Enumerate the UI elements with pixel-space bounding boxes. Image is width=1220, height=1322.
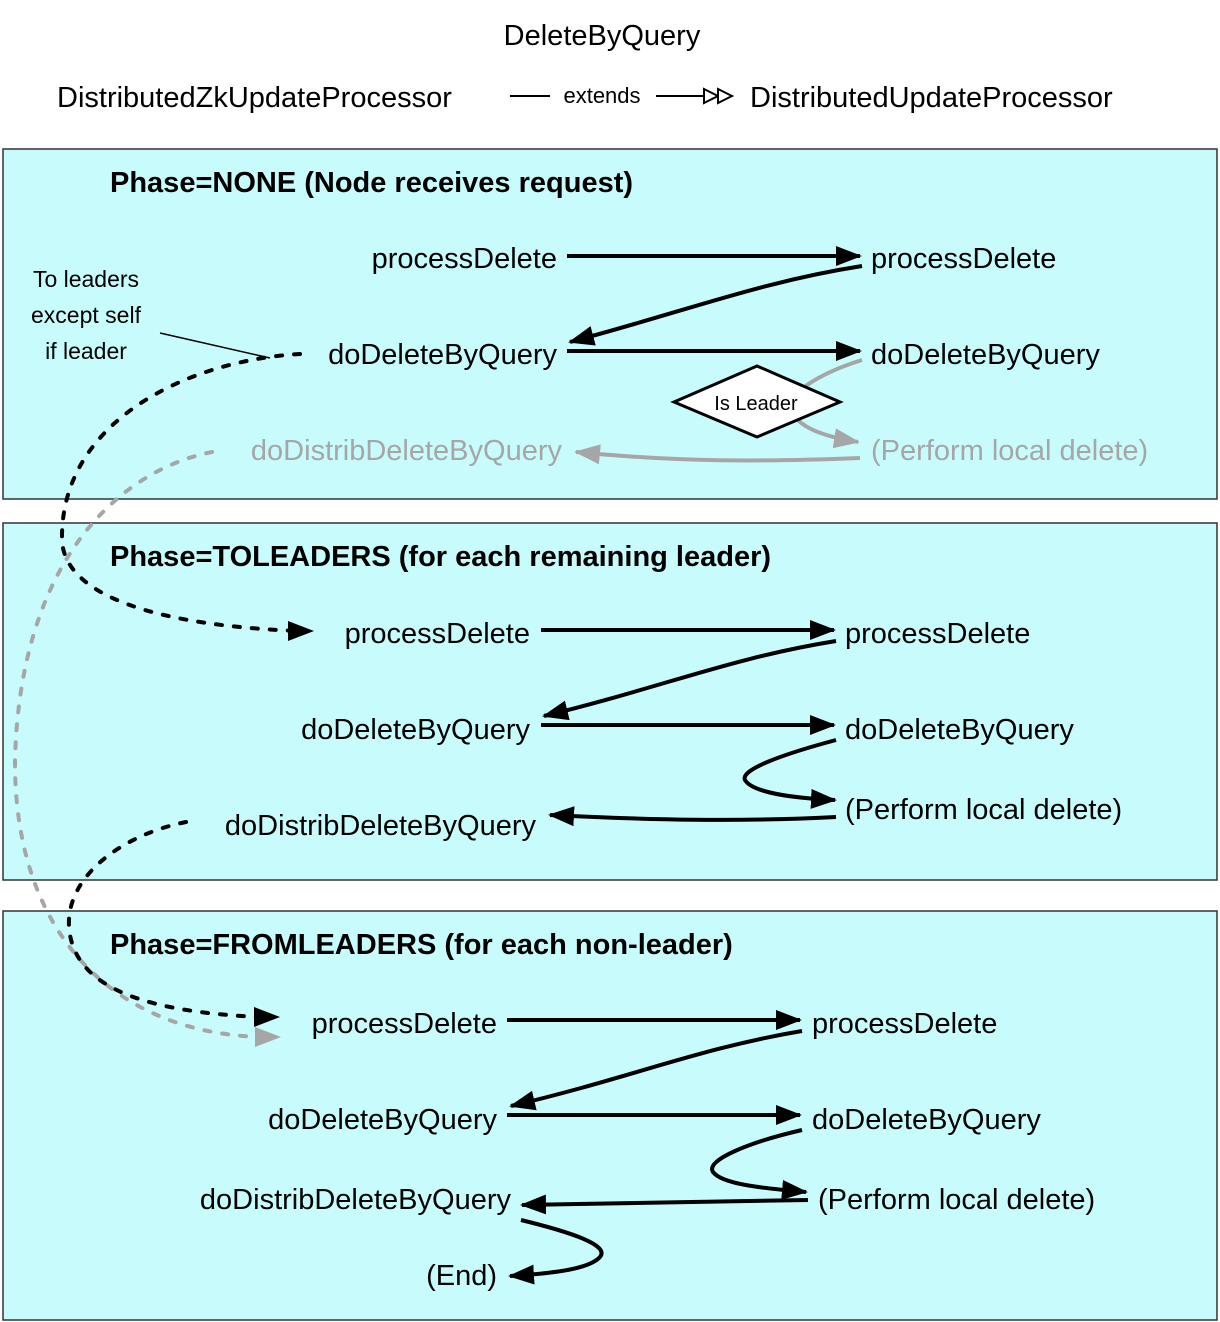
node-process-delete: processDelete [345,618,530,650]
node-perform-local-delete: (Perform local delete) [871,435,1148,467]
inheritance-arrowhead-icon [703,87,735,105]
node-perform-local-delete: (Perform local delete) [845,794,1122,826]
node-do-distrib-delete-by-query: doDistribDeleteByQuery [251,435,563,467]
node-super-process-delete: processDelete [812,1008,997,1040]
phase-none-panel [2,148,1218,500]
node-super-process-delete: processDelete [871,243,1056,275]
dotted-route-to-fromleaders [66,820,262,1019]
arrow-super-delete-to-local [742,738,837,809]
arrow-super-process-to-delete [568,264,863,346]
node-process-delete: processDelete [372,243,557,275]
dotted-arrowhead-toleaders [288,621,314,641]
arrow-local-to-distrib [548,806,837,827]
dotted-arrowhead-fromleaders [254,1007,280,1027]
superclass-label: DistributedUpdateProcessor [750,82,1113,114]
arrow-local-to-distrib [574,444,861,465]
arrow-local-to-distrib [520,1194,809,1215]
svg-text:except self: except self [31,302,142,328]
subclass-label: DistributedZkUpdateProcessor [57,82,452,114]
is-leader-label: Is Leader [714,393,798,415]
node-do-distrib-delete-by-query: doDistribDeleteByQuery [225,810,537,842]
node-process-delete: processDelete [312,1008,497,1040]
svg-text:To leaders: To leaders [33,266,139,292]
node-do-distrib-delete-by-query: doDistribDeleteByQuery [200,1184,512,1216]
diagram-title: DeleteByQuery [504,20,701,52]
dotted-route-to-toleaders [59,352,302,633]
node-super-do-delete-by-query: doDeleteByQuery [812,1104,1041,1136]
node-end: (End) [426,1260,497,1292]
phase-toleaders-heading: Phase=TOLEADERS (for each remaining lead… [110,541,771,573]
svg-text:if leader: if leader [45,338,127,364]
gray-dotted-route-to-fromleaders [12,450,267,1039]
arrow-super-delete-to-local [710,1128,808,1200]
phase-none-heading: Phase=NONE (Node receives request) [110,167,633,199]
node-do-delete-by-query: doDeleteByQuery [328,339,557,371]
phase-toleaders-panel [2,522,1218,881]
annotation-to-leaders: To leaders except self if leader [31,266,271,364]
extends-label: extends [563,83,640,108]
is-leader-decision: Is Leader [670,364,844,439]
arrow-super-process-to-delete [509,1029,803,1111]
node-do-delete-by-query: doDeleteByQuery [301,714,530,746]
phase-fromleaders-heading: Phase=FROMLEADERS (for each non-leader) [110,929,733,961]
arrow-super-process-to-delete [542,639,837,721]
node-super-do-delete-by-query: doDeleteByQuery [871,339,1100,371]
node-perform-local-delete: (Perform local delete) [818,1184,1095,1216]
gray-dotted-arrowhead [255,1027,281,1047]
node-do-delete-by-query: doDeleteByQuery [268,1104,497,1136]
node-super-process-delete: processDelete [845,618,1030,650]
node-super-do-delete-by-query: doDeleteByQuery [845,714,1074,746]
arrow-distrib-to-end [508,1218,604,1285]
